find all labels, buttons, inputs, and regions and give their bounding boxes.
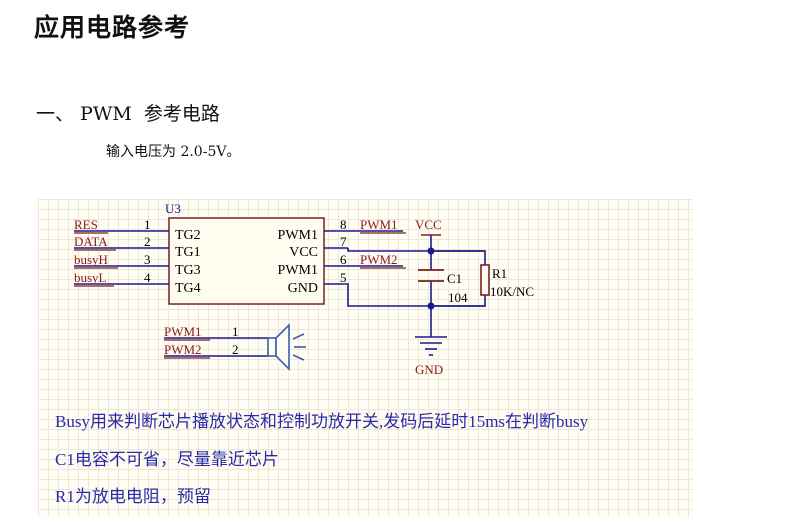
sound-wave-3 [292, 354, 305, 361]
speaker-pin-num-1: 1 [232, 324, 239, 339]
ground-symbol [415, 336, 447, 356]
net-label-busyl: busyL [74, 270, 107, 285]
junction-dot-gnd [427, 302, 435, 310]
resistor-r1 [480, 264, 490, 296]
pin-name-vcc: VCC [289, 245, 318, 260]
input-voltage-note: 输入电压为 2.0-5V。 [106, 144, 241, 160]
speaker-magnet [267, 337, 277, 357]
section-title: 一、 PWM 参考电路 [36, 103, 220, 125]
left-net-underlines [74, 232, 118, 287]
right-pin-wires [324, 230, 486, 337]
capacitor-value: 104 [448, 290, 468, 305]
left-pin-wires [74, 230, 169, 285]
net-label-res: RES [74, 217, 98, 232]
pin-name-pwm1: PWM1 [278, 228, 318, 243]
speaker-icon [267, 323, 306, 371]
pin-num-2: 2 [144, 234, 151, 249]
pin-num-8: 8 [340, 217, 347, 232]
net-label-pwm2: PWM2 [360, 252, 398, 267]
schematic-diagram: U3 RES DATA busyH busyL 1 2 3 4 [38, 199, 693, 517]
pin-name-tg2: TG2 [175, 228, 201, 243]
note-c1: C1电容不可省，尽量靠近芯片 [55, 450, 279, 469]
resistor-value: 10K/NC [490, 284, 534, 299]
chip-u3-body [168, 217, 325, 305]
net-label-pwm1: PWM1 [360, 217, 398, 232]
chip-ref: U3 [165, 201, 181, 216]
wire-res-top [431, 250, 486, 265]
speaker-cone [275, 323, 290, 371]
sound-wave-1 [292, 333, 305, 340]
pin-name-gnd: GND [288, 281, 318, 296]
wire-pin-5-gnd [324, 283, 485, 307]
note-r1: R1为放电电阻，预留 [55, 487, 211, 506]
speaker-net-pwm1: PWM1 [164, 324, 202, 339]
speaker-net-pwm2: PWM2 [164, 342, 202, 357]
resistor-ref: R1 [492, 266, 507, 281]
capacitor-c1 [418, 269, 444, 282]
doc-title: 应用电路参考 [34, 13, 191, 42]
pin-num-4: 4 [144, 270, 151, 285]
pin-num-5: 5 [340, 270, 347, 285]
pin-name-tg1: TG1 [175, 245, 201, 260]
note-busy: Busy用来判断芯片播放状态和控制功放开关,发码后延时15ms在判断busy [55, 412, 589, 431]
pin-name-tg3: TG3 [175, 263, 201, 278]
junction-dot-vcc [427, 247, 435, 255]
gnd-label: GND [415, 362, 443, 377]
pin-num-6: 6 [340, 252, 347, 267]
pin-num-7: 7 [340, 234, 347, 249]
vcc-label: VCC [415, 217, 442, 232]
speaker-pin-num-2: 2 [232, 342, 239, 357]
pin-name-tg4: TG4 [175, 281, 201, 296]
pin-num-3: 3 [144, 252, 151, 267]
capacitor-ref: C1 [447, 271, 462, 286]
pin-num-1: 1 [144, 217, 151, 232]
wire-res-bottom [431, 295, 486, 307]
schematic-drawing: U3 RES DATA busyH busyL 1 2 3 4 [74, 201, 534, 377]
pin-name-pwm1-b: PWM1 [278, 263, 318, 278]
net-label-data: DATA [74, 234, 108, 249]
net-label-busyh: busyH [74, 252, 108, 267]
